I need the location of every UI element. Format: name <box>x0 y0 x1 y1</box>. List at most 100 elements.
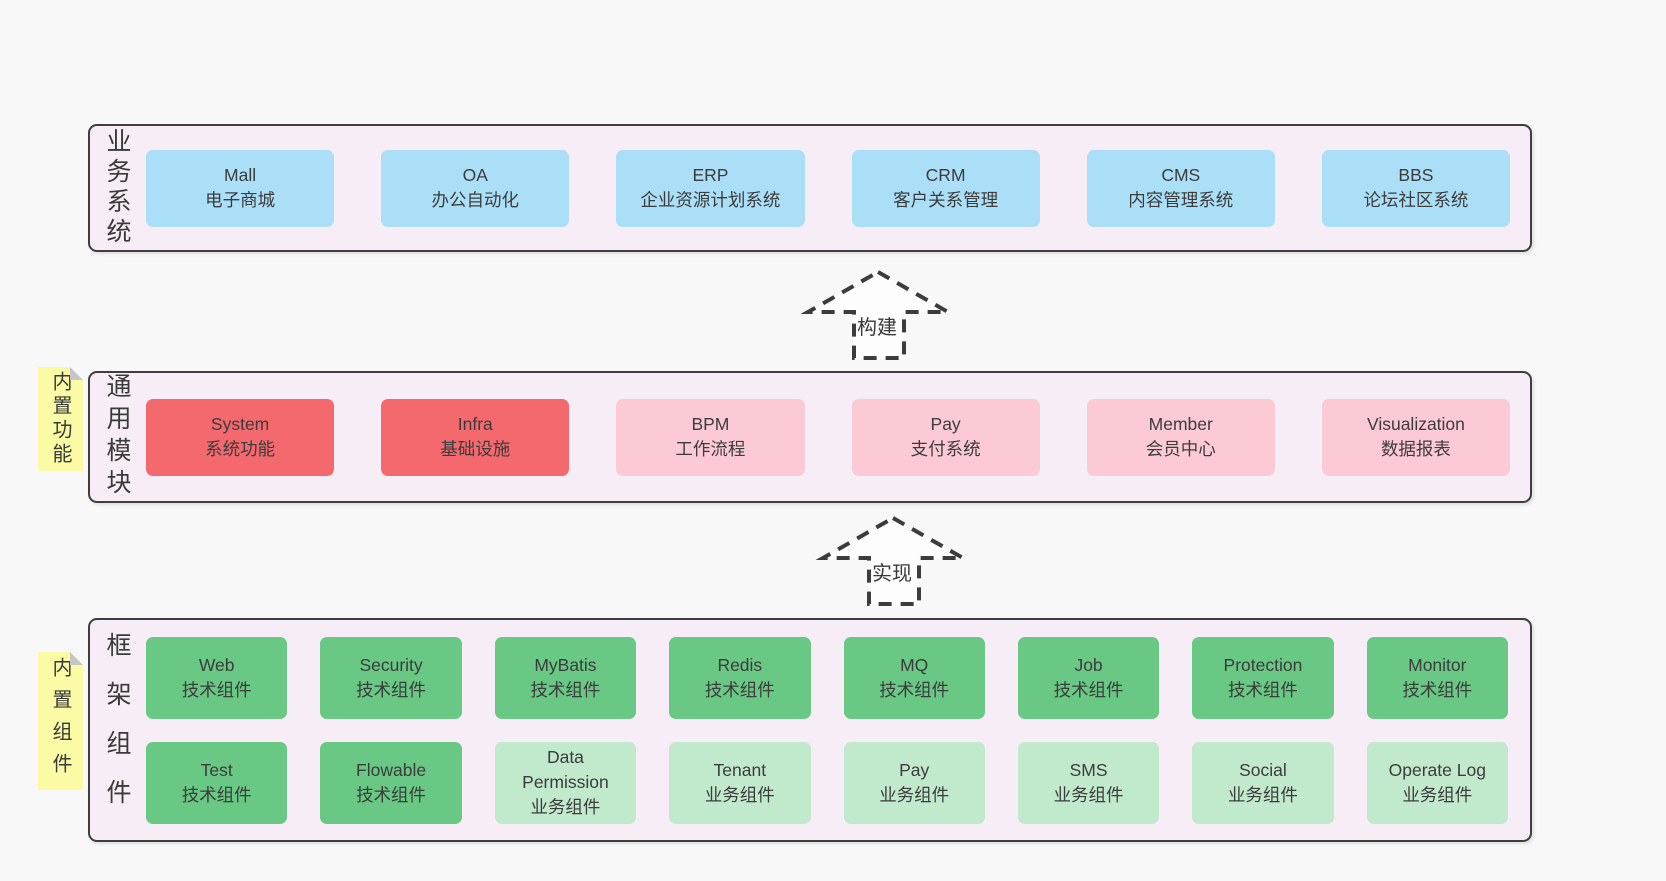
box-pay-system: Pay 支付系统 <box>851 398 1040 476</box>
box-social: Social 业务组件 <box>1192 741 1334 824</box>
framework-row-1: Web 技术组件 Security 技术组件 MyBatis 技术组件 Redi… <box>146 636 1508 719</box>
box-name: Redis <box>717 654 763 675</box>
box-name: ERP <box>692 165 729 185</box>
box-name: Infra <box>457 414 493 434</box>
box-monitor: Monitor 技术组件 <box>1366 636 1508 719</box>
box-subtitle: 技术组件 <box>1402 679 1473 700</box>
box-web: Web 技术组件 <box>146 636 288 719</box>
box-subtitle: 会员中心 <box>1145 439 1216 459</box>
box-bbs: BBS 论坛社区系统 <box>1321 149 1511 227</box>
box-name: Web <box>198 654 235 675</box>
box-subtitle: 内容管理系统 <box>1128 190 1234 210</box>
sticky-note-builtin-features: 内置功能 <box>38 367 83 471</box>
box-member: Member 会员中心 <box>1086 398 1275 476</box>
band-business-boxes: Mall 电子商城 OA 办公自动化 ERP 企业资源计划系统 CRM 客户关系… <box>144 126 1530 250</box>
box-crm: CRM 客户关系管理 <box>851 149 1040 227</box>
box-name: Monitor <box>1408 654 1467 675</box>
band-modules-boxes: System 系统功能 Infra 基础设施 BPM 工作流程 Pay 支付系统… <box>144 373 1530 501</box>
box-subtitle: 企业资源计划系统 <box>640 190 781 210</box>
box-subtitle: 业务组件 <box>1402 784 1473 805</box>
box-name: OA <box>462 165 488 185</box>
box-subtitle: 技术组件 <box>356 679 427 700</box>
box-name: MyBatis <box>534 654 597 675</box>
band-business-systems: 业务系统 Mall 电子商城 OA 办公自动化 ERP 企业资源计划系统 CRM… <box>88 124 1532 252</box>
box-subtitle: 技术组件 <box>1053 679 1124 700</box>
box-subtitle: 数据报表 <box>1380 439 1451 459</box>
box-subtitle: 技术组件 <box>530 679 601 700</box>
sticky-label: 内置组件 <box>49 657 71 785</box>
box-name: Member <box>1148 414 1213 434</box>
box-tenant: Tenant 业务组件 <box>669 741 811 824</box>
box-visualization: Visualization 数据报表 <box>1321 398 1511 476</box>
band-framework-boxes: Web 技术组件 Security 技术组件 MyBatis 技术组件 Redi… <box>144 620 1530 840</box>
box-subtitle: 系统功能 <box>205 439 276 459</box>
build-arrow-icon <box>800 269 956 360</box>
band-framework-components: 框架组件 Web 技术组件 Security 技术组件 MyBatis 技术组件… <box>88 618 1532 842</box>
box-name: Test <box>200 759 233 780</box>
sticky-fold-corner <box>70 367 83 380</box>
box-subtitle: 支付系统 <box>910 439 981 459</box>
box-subtitle: 基础设施 <box>440 439 511 459</box>
box-name: Pay <box>899 759 930 780</box>
box-bpm: BPM 工作流程 <box>616 398 805 476</box>
box-name: Protection <box>1223 654 1303 675</box>
box-sms: SMS 业务组件 <box>1017 741 1160 824</box>
box-name: Visualization <box>1366 414 1465 434</box>
box-name: Security <box>359 654 423 675</box>
box-redis: Redis 技术组件 <box>669 636 811 719</box>
box-name: CMS <box>1161 165 1201 185</box>
box-name: Data Permission <box>522 747 609 792</box>
box-subtitle: 业务组件 <box>530 797 601 817</box>
box-operate-log: Operate Log 业务组件 <box>1366 741 1508 824</box>
box-oa: OA 办公自动化 <box>381 149 570 227</box>
box-flowable: Flowable 技术组件 <box>320 741 462 824</box>
box-test: Test 技术组件 <box>146 741 288 824</box>
box-pay-component: Pay 业务组件 <box>843 741 985 824</box>
box-subtitle: 电子商城 <box>205 190 276 210</box>
box-job: Job 技术组件 <box>1017 636 1160 719</box>
box-infra: Infra 基础设施 <box>381 398 570 476</box>
band-common-modules: 通用模块 System 系统功能 Infra 基础设施 BPM 工作流程 Pay… <box>88 371 1532 503</box>
box-subtitle: 客户关系管理 <box>893 190 999 210</box>
box-name: Social <box>1239 759 1287 780</box>
box-subtitle: 业务组件 <box>704 784 775 805</box>
box-subtitle: 技术组件 <box>356 784 427 805</box>
box-subtitle: 技术组件 <box>704 679 775 700</box>
box-subtitle: 技术组件 <box>1227 679 1298 700</box>
box-name: BBS <box>1398 165 1434 185</box>
box-subtitle: 技术组件 <box>181 784 252 805</box>
implement-arrow-label: 实现 <box>872 563 912 585</box>
box-data-permission: Data Permission 业务组件 <box>494 741 637 824</box>
sticky-label: 内置功能 <box>49 371 71 467</box>
band-label-modules: 通用模块 <box>103 373 131 501</box>
box-name: Job <box>1074 654 1103 675</box>
box-system: System 系统功能 <box>146 398 335 476</box>
band-label-business: 业务系统 <box>103 128 131 248</box>
box-name: BPM <box>691 414 730 434</box>
box-mybatis: MyBatis 技术组件 <box>494 636 637 719</box>
box-name: Tenant <box>713 759 767 780</box>
box-erp: ERP 企业资源计划系统 <box>616 149 805 227</box>
box-name: SMS <box>1069 759 1108 780</box>
box-subtitle: 办公自动化 <box>431 190 520 210</box>
implement-arrow-icon <box>815 515 971 606</box>
box-name: System <box>210 414 270 434</box>
box-subtitle: 工作流程 <box>675 439 746 459</box>
box-name: Operate Log <box>1388 759 1486 780</box>
box-security: Security 技术组件 <box>320 636 462 719</box>
box-name: Flowable <box>356 759 427 780</box>
box-subtitle: 论坛社区系统 <box>1363 190 1469 210</box>
box-mall: Mall 电子商城 <box>146 149 335 227</box>
box-mq: MQ 技术组件 <box>843 636 985 719</box>
box-name: Mall <box>224 165 257 185</box>
box-name: CRM <box>925 165 966 185</box>
box-protection: Protection 技术组件 <box>1192 636 1334 719</box>
sticky-note-builtin-components: 内置组件 <box>38 652 83 790</box>
box-name: Pay <box>930 414 961 434</box>
box-subtitle: 业务组件 <box>1053 784 1124 805</box>
box-name: MQ <box>900 654 929 675</box>
band-label-framework: 框架组件 <box>103 632 131 828</box>
box-subtitle: 业务组件 <box>1227 784 1298 805</box>
build-arrow-label: 构建 <box>857 317 897 339</box>
sticky-fold-corner <box>70 652 83 665</box>
